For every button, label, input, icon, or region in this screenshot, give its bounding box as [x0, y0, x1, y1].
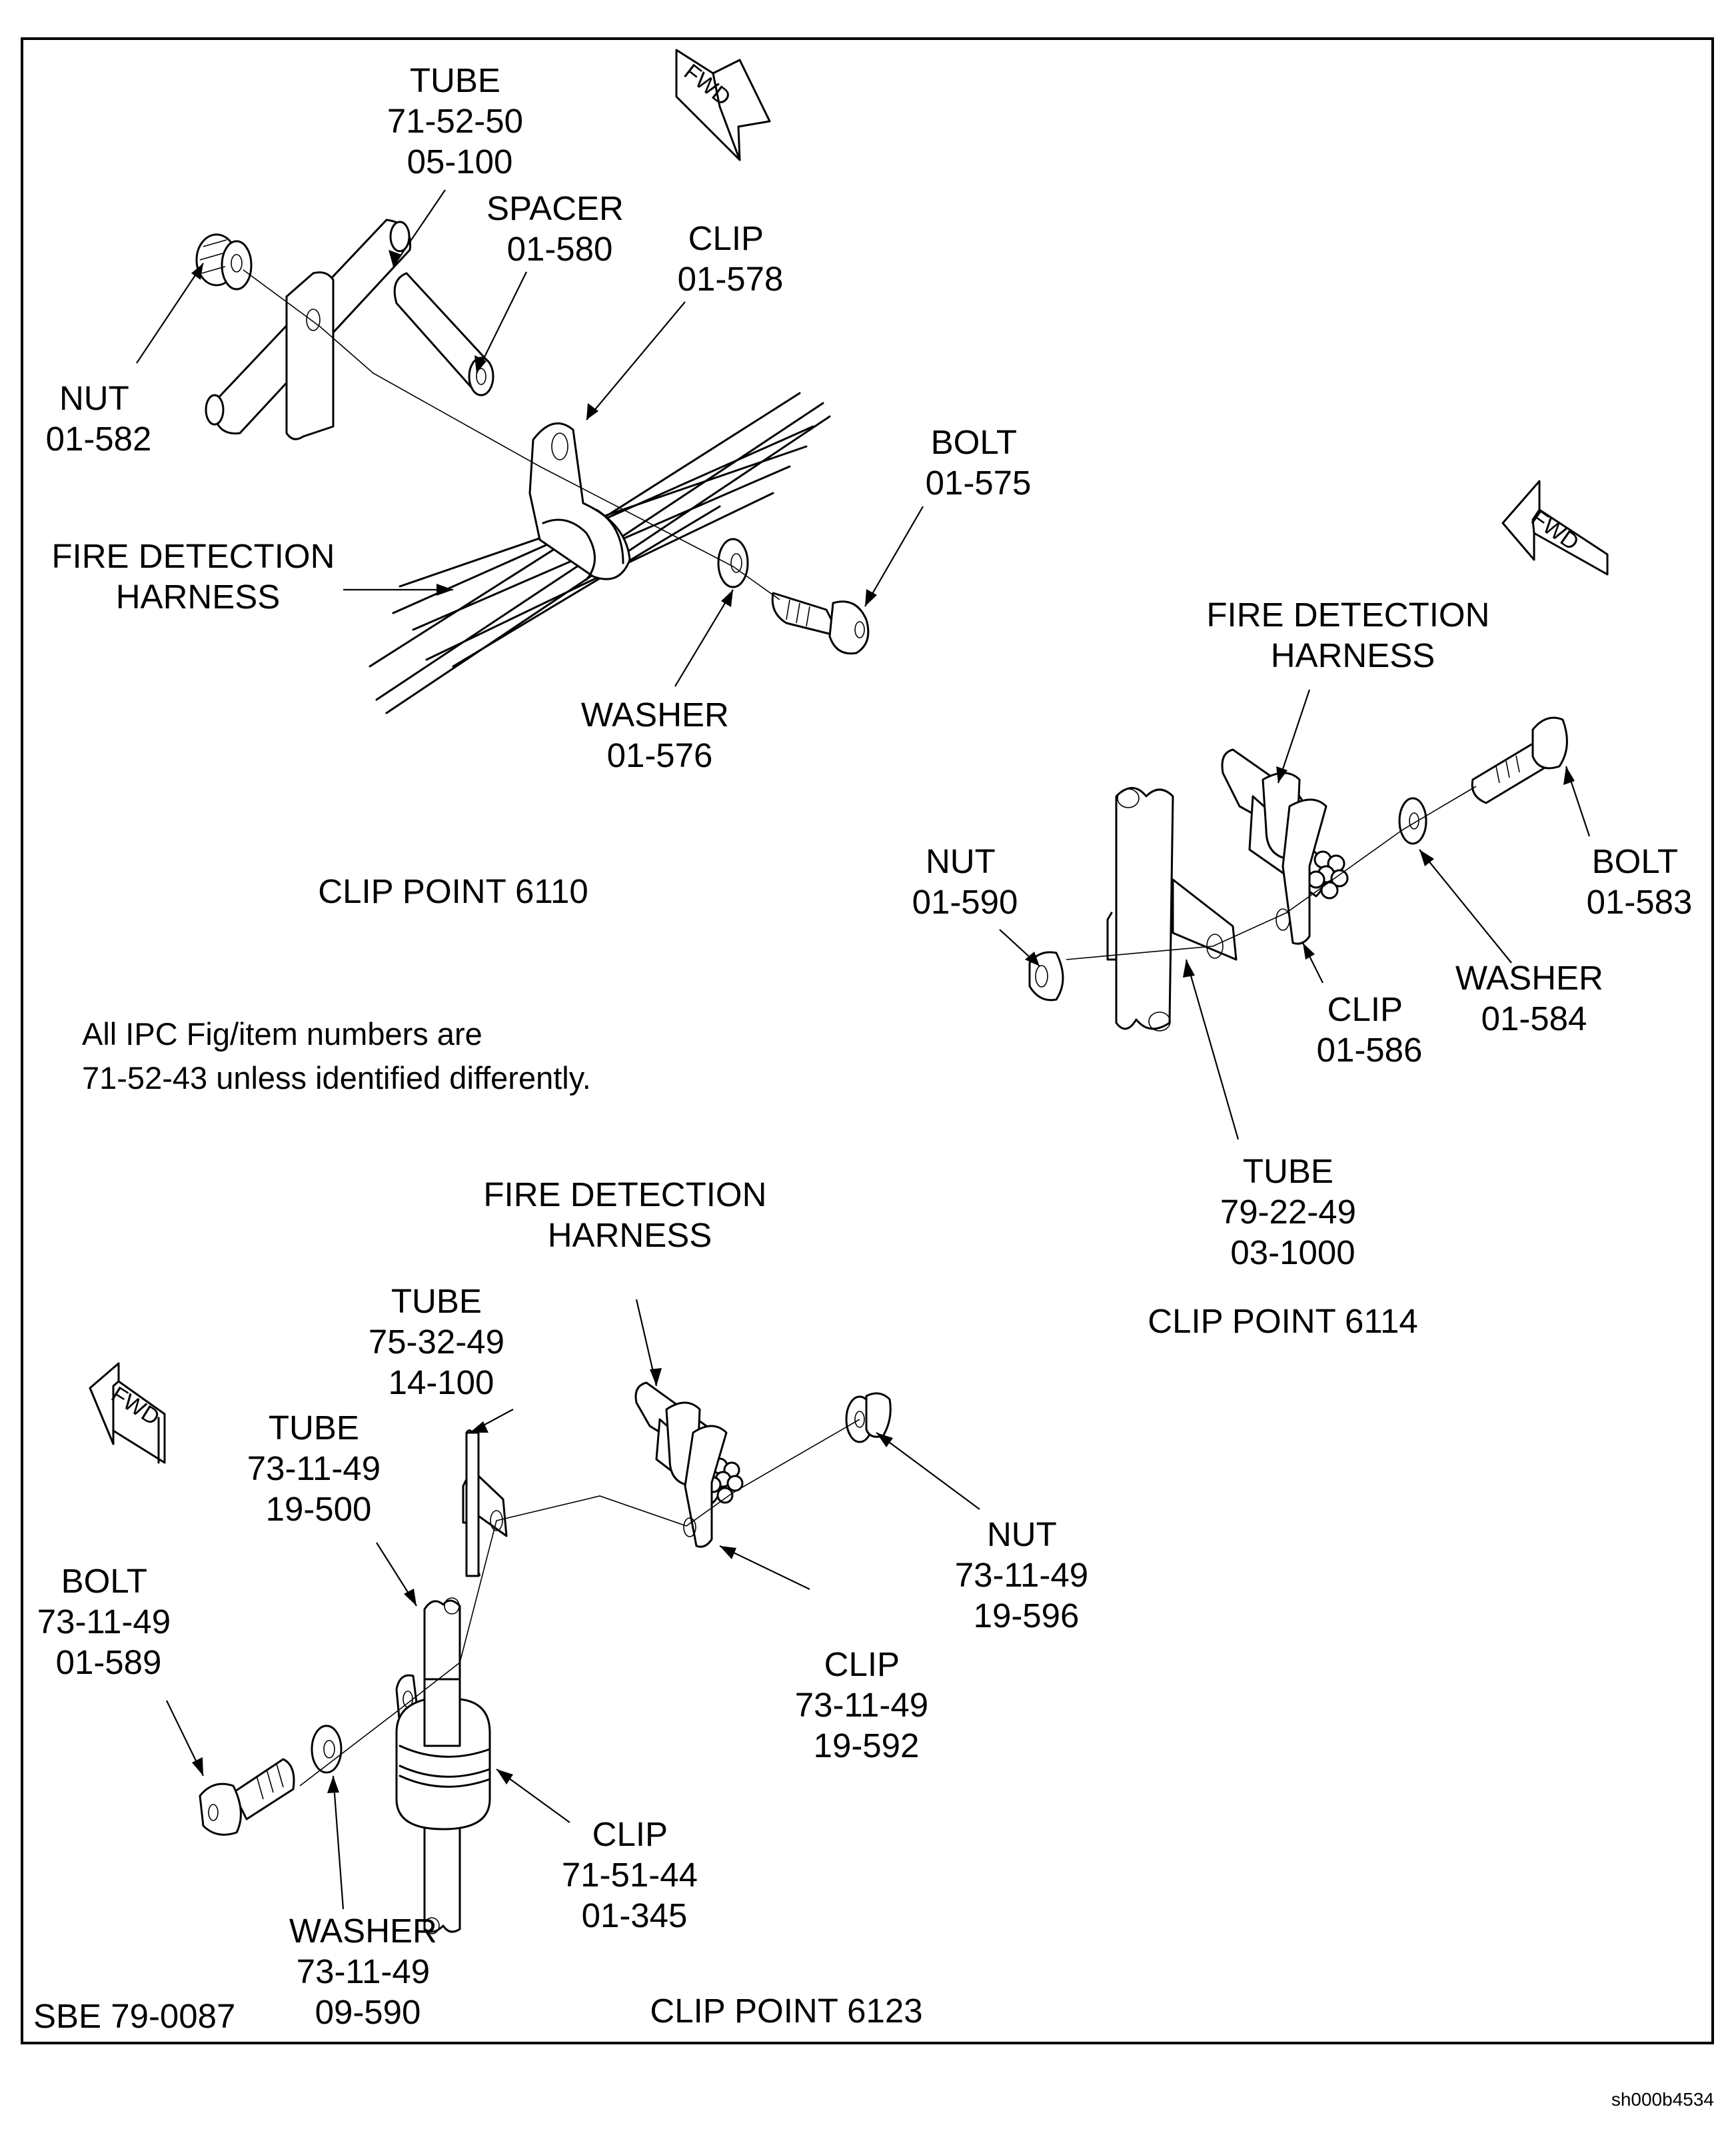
callout-clip-01-345: CLIP 71-51-44 01-345	[562, 1815, 707, 1934]
washer-73-11-49-09-590	[311, 1725, 343, 1774]
washer-01-584	[1398, 797, 1427, 845]
leader-bolt-6110	[864, 506, 924, 607]
callout-tube-6110: TUBE 71-52-50 05-100	[387, 61, 532, 181]
callout-bolt-6110: BOLT 01-575	[926, 423, 1032, 502]
bolt-01-583	[1471, 716, 1568, 804]
clip-point-6110-group: FWD	[46, 49, 1032, 910]
leader-nut-6123	[876, 1432, 980, 1510]
tube-79-22-49	[1106, 787, 1238, 1032]
tube-75-32-49	[462, 1429, 508, 1577]
callout-bolt-6114: BOLT 01-583	[1587, 842, 1693, 921]
clip-point-6114-group: FWD	[912, 480, 1693, 1340]
nut-01-582	[195, 233, 253, 291]
leader-washer-6123	[332, 1775, 345, 1910]
fwd-arrow-icon: FWD	[89, 1362, 166, 1464]
clip-point-6123-group: FWD	[37, 1175, 1098, 2031]
fwd-arrow-icon: FWD	[675, 49, 771, 161]
callout-tube-73-11-49: TUBE 73-11-49 19-500	[247, 1409, 391, 1528]
callout-washer-6110: WASHER 01-576	[581, 696, 738, 774]
callout-washer-6114: WASHER 01-584	[1455, 959, 1613, 1038]
washer-01-576	[717, 538, 749, 588]
callout-harness-6114: FIRE DETECTION HARNESS	[1206, 596, 1499, 674]
callout-clip-6110: CLIP 01-578	[678, 219, 784, 298]
spacer-01-580	[393, 272, 494, 396]
leader-washer-6114	[1419, 849, 1512, 964]
leader-clip-6110	[586, 301, 686, 420]
callout-washer-6123: WASHER 73-11-49 09-590	[289, 1912, 446, 2031]
bolt-01-575	[771, 592, 870, 655]
clip-point-6110-title: CLIP POINT 6110	[318, 872, 588, 910]
clip-73-11-49-19-592	[665, 1401, 728, 1548]
callout-nut-6110: NUT 01-582	[46, 379, 152, 458]
clip-71-51-44-01-345	[395, 1678, 491, 1830]
callout-harness-6123: FIRE DETECTION HARNESS	[483, 1175, 776, 1254]
leader-clip-19-592	[719, 1545, 810, 1590]
tube-71-52-50	[205, 219, 412, 440]
service-bulletin-ref: SBE 79-0087	[33, 1997, 235, 2035]
callout-tube-6114: TUBE 79-22-49 03-1000	[1220, 1152, 1365, 1271]
general-note: All IPC Fig/item numbers are 71-52-43 un…	[82, 1016, 591, 1095]
clip-01-578	[528, 422, 631, 581]
leader-harness-6114	[1277, 689, 1311, 784]
bolt-73-11-49-01-589	[199, 1758, 295, 1836]
nut-73-11-49-19-596	[845, 1392, 892, 1443]
leader-washer-6110	[674, 589, 734, 687]
leader-tube-6110	[393, 189, 446, 267]
leader-nut-6110	[136, 263, 204, 364]
callout-harness-6110: FIRE DETECTION HARNESS	[51, 537, 344, 616]
callout-clip-6114: CLIP 01-586	[1317, 990, 1423, 1069]
leader-spacer-6110	[476, 271, 527, 374]
callout-bolt-6123: BOLT 73-11-49 01-589	[37, 1562, 181, 1681]
figure-frame	[21, 37, 1714, 2044]
clip-point-6114-title: CLIP POINT 6114	[1148, 1302, 1417, 1340]
clip-point-6123-title: CLIP POINT 6123	[650, 1992, 922, 2030]
callout-clip-19-592: CLIP 73-11-49 19-592	[795, 1645, 938, 1765]
callout-nut-6114: NUT 01-590	[912, 842, 1018, 921]
fwd-arrow-icon: FWD	[1501, 480, 1609, 576]
callout-nut-6123: NUT 73-11-49 19-596	[955, 1515, 1098, 1635]
callout-tube-75-32-49: TUBE 75-32-49 14-100	[369, 1282, 514, 1401]
sheet-id: sh000b4534	[1611, 2089, 1714, 2110]
leader-tube-6114	[1185, 959, 1240, 1140]
callout-spacer-6110: SPACER 01-580	[486, 189, 633, 268]
